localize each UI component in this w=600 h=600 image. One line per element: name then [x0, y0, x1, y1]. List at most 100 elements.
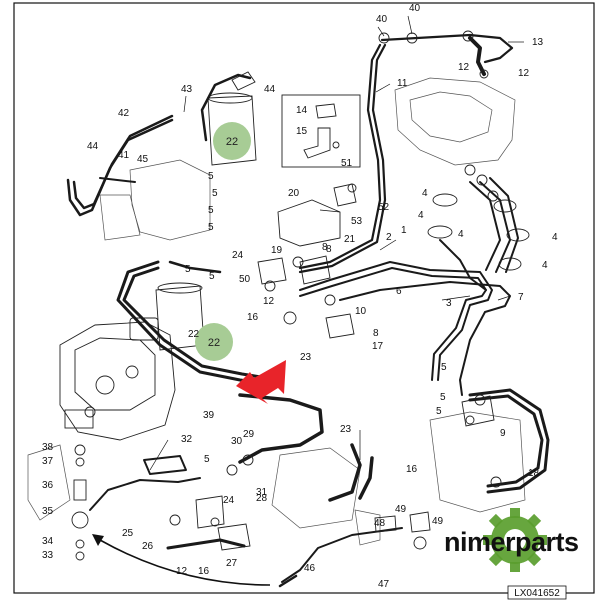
callout-number: 22 [188, 329, 200, 340]
callout-number: 4 [418, 210, 424, 221]
callout-number: 20 [288, 188, 300, 199]
callout-number: 2 [386, 232, 392, 243]
hydraulic-lines [66, 33, 550, 588]
callout-number: 40 [376, 14, 388, 25]
circled-label-22-bottom [195, 323, 233, 361]
callout-number: 32 [181, 434, 193, 445]
callout-number: 30 [231, 436, 243, 447]
circled-label-text: 22 [208, 337, 220, 349]
callout-number: 5 [185, 264, 191, 275]
callout-number: 8 [322, 242, 328, 253]
callout-number: 28 [256, 493, 268, 504]
callout-number: 31 [256, 487, 268, 498]
callout-number: 10 [355, 306, 367, 317]
callout-number: 5 [441, 362, 447, 373]
callout-number: 18 [528, 468, 540, 479]
callout-number: 49 [395, 504, 407, 515]
callout-number: 50 [239, 274, 251, 285]
brackets [195, 183, 495, 551]
callout-number: 8 [326, 244, 332, 255]
callout-number: 45 [137, 154, 149, 165]
callout-number: 44 [87, 141, 99, 152]
reference-code: LX041652 [514, 588, 560, 599]
callout-number: 5 [436, 406, 442, 417]
callout-number: 23 [300, 352, 312, 363]
callout-number: 9 [500, 428, 506, 439]
circled-label-text: 22 [226, 136, 238, 148]
callout-number: 13 [532, 37, 544, 48]
circled-labels: 22 22 [195, 122, 251, 361]
callout-number: 34 [42, 536, 54, 547]
callout-number: 42 [118, 108, 130, 119]
callout-number: 5 [204, 454, 210, 465]
callout-number: 35 [42, 506, 54, 517]
fittings [71, 30, 530, 561]
diagram-frame [13, 2, 595, 594]
callout-number: 49 [432, 516, 444, 527]
callout-number: 6 [396, 286, 402, 297]
callout-number: 5 [209, 271, 215, 282]
callout-number: 36 [42, 480, 54, 491]
callout-number: 5 [440, 392, 446, 403]
callout-number: 52 [378, 202, 390, 213]
callout-number: 48 [374, 518, 386, 529]
callout-number: 5 [208, 205, 214, 216]
callout-number: 16 [198, 566, 210, 577]
callout-number: 7 [518, 292, 524, 303]
callout-number: 3 [446, 298, 452, 309]
callout-number: 12 [518, 68, 530, 79]
callout-number: 12 [176, 566, 188, 577]
callout-number: 53 [351, 216, 363, 227]
callout-number: 11 [397, 78, 408, 89]
callout-number: 5 [208, 171, 214, 182]
callout-number: 41 [118, 150, 130, 161]
callout-number: 8 [373, 328, 379, 339]
brand-logo: nimerparts [444, 508, 579, 572]
callout-number: 39 [203, 410, 215, 421]
filter-canisters [155, 92, 257, 351]
callout-number: 23 [340, 424, 352, 435]
callout-number: 5 [208, 222, 214, 233]
callout-number: 26 [142, 541, 154, 552]
callout-number: 17 [372, 341, 384, 352]
callout-number: 40 [409, 3, 421, 14]
callout-number: 15 [296, 126, 308, 137]
callout-number: 46 [304, 563, 316, 574]
callout-number: 44 [264, 84, 276, 95]
callout-number: 29 [243, 429, 255, 440]
callout-number: 16 [406, 464, 418, 475]
callout-number: 16 [247, 312, 259, 323]
background-components [27, 77, 526, 546]
callout-number: 47 [378, 579, 390, 590]
callout-number: 38 [42, 442, 54, 453]
highlight-arrow-icon [236, 360, 286, 404]
valve-block [59, 317, 176, 441]
return-arrow-icon [92, 534, 271, 586]
callout-number: 14 [296, 105, 308, 116]
reference-code-box: LX041652 [507, 585, 567, 600]
callout-number: 33 [42, 550, 54, 561]
leader-lines [149, 15, 524, 471]
callout-number: 25 [122, 528, 134, 539]
callout-number: 19 [271, 245, 283, 256]
callout-number: 24 [223, 495, 235, 506]
callout-number: 12 [458, 62, 470, 73]
callout-number: 51 [341, 158, 353, 169]
callout-number: 21 [344, 234, 356, 245]
callout-number: 24 [232, 250, 244, 261]
callout-number: 4 [458, 229, 464, 240]
callout-number: 5 [212, 188, 218, 199]
callout-number: 4 [552, 232, 558, 243]
callout-number: 4 [542, 260, 548, 271]
callout-number: 43 [181, 84, 193, 95]
brand-name: nimerparts [444, 527, 579, 557]
callout-number: 27 [226, 558, 238, 569]
circled-label-22-top [213, 122, 251, 160]
detail-inset [281, 94, 361, 168]
callout-number: 1 [401, 225, 407, 236]
callout-number: 12 [263, 296, 275, 307]
callout-number: 37 [42, 456, 54, 467]
